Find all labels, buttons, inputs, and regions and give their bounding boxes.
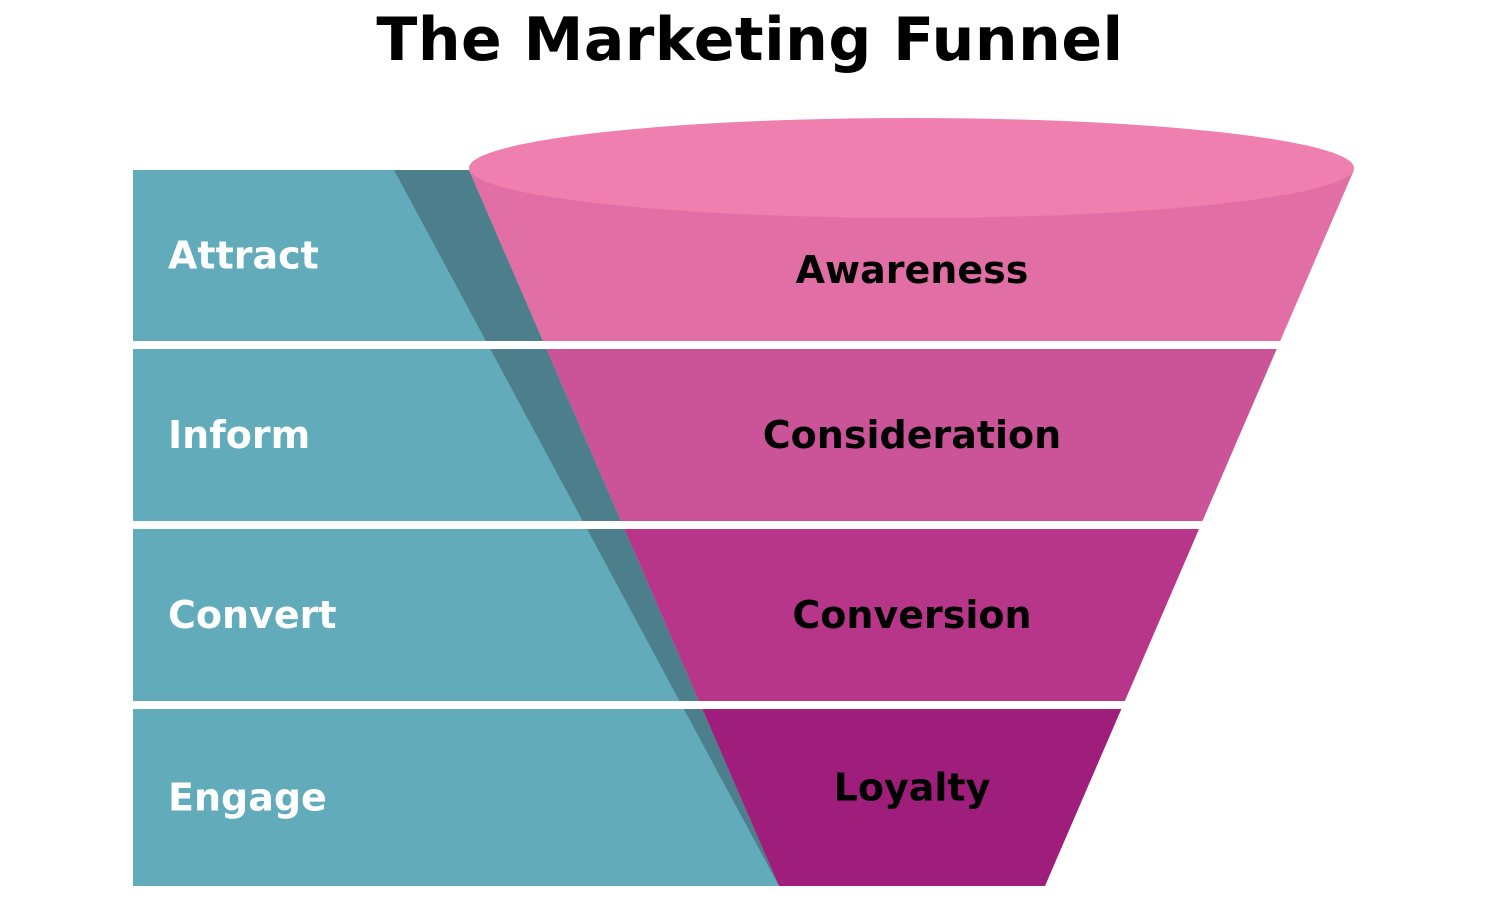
- action-label: Convert: [168, 593, 337, 637]
- funnel-band-consideration: [546, 349, 1277, 521]
- band-divider: [133, 342, 1279, 346]
- stage-label: Awareness: [796, 248, 1029, 292]
- shadow-strip: [394, 170, 544, 341]
- band-divider: [133, 522, 1201, 526]
- action-band-inform: [133, 349, 621, 521]
- shadow-strip: [490, 349, 621, 521]
- stage-label: Loyalty: [834, 766, 991, 810]
- shadow-strip: [683, 709, 779, 886]
- diagram-title: The Marketing Funnel: [376, 5, 1124, 75]
- action-label: Engage: [168, 776, 327, 820]
- action-label: Attract: [168, 234, 319, 278]
- funnel-shadow: [394, 170, 779, 886]
- funnel-band-awareness: [469, 170, 1354, 341]
- action-band-engage: [133, 709, 779, 886]
- band-dividers: [133, 342, 1279, 706]
- stage-label: Conversion: [792, 593, 1031, 637]
- band-divider: [133, 702, 1124, 706]
- funnel-band-conversion: [624, 529, 1200, 701]
- funnel-band-loyalty: [702, 709, 1122, 886]
- funnel-rim: [469, 118, 1354, 218]
- action-label: Inform: [168, 413, 310, 457]
- funnel-body: [469, 170, 1354, 886]
- action-band-convert: [133, 529, 699, 701]
- stage-label: Consideration: [763, 413, 1061, 457]
- left-action-bands: [133, 170, 779, 886]
- funnel-top-ellipse: [469, 118, 1354, 218]
- shadow-strip: [587, 529, 699, 701]
